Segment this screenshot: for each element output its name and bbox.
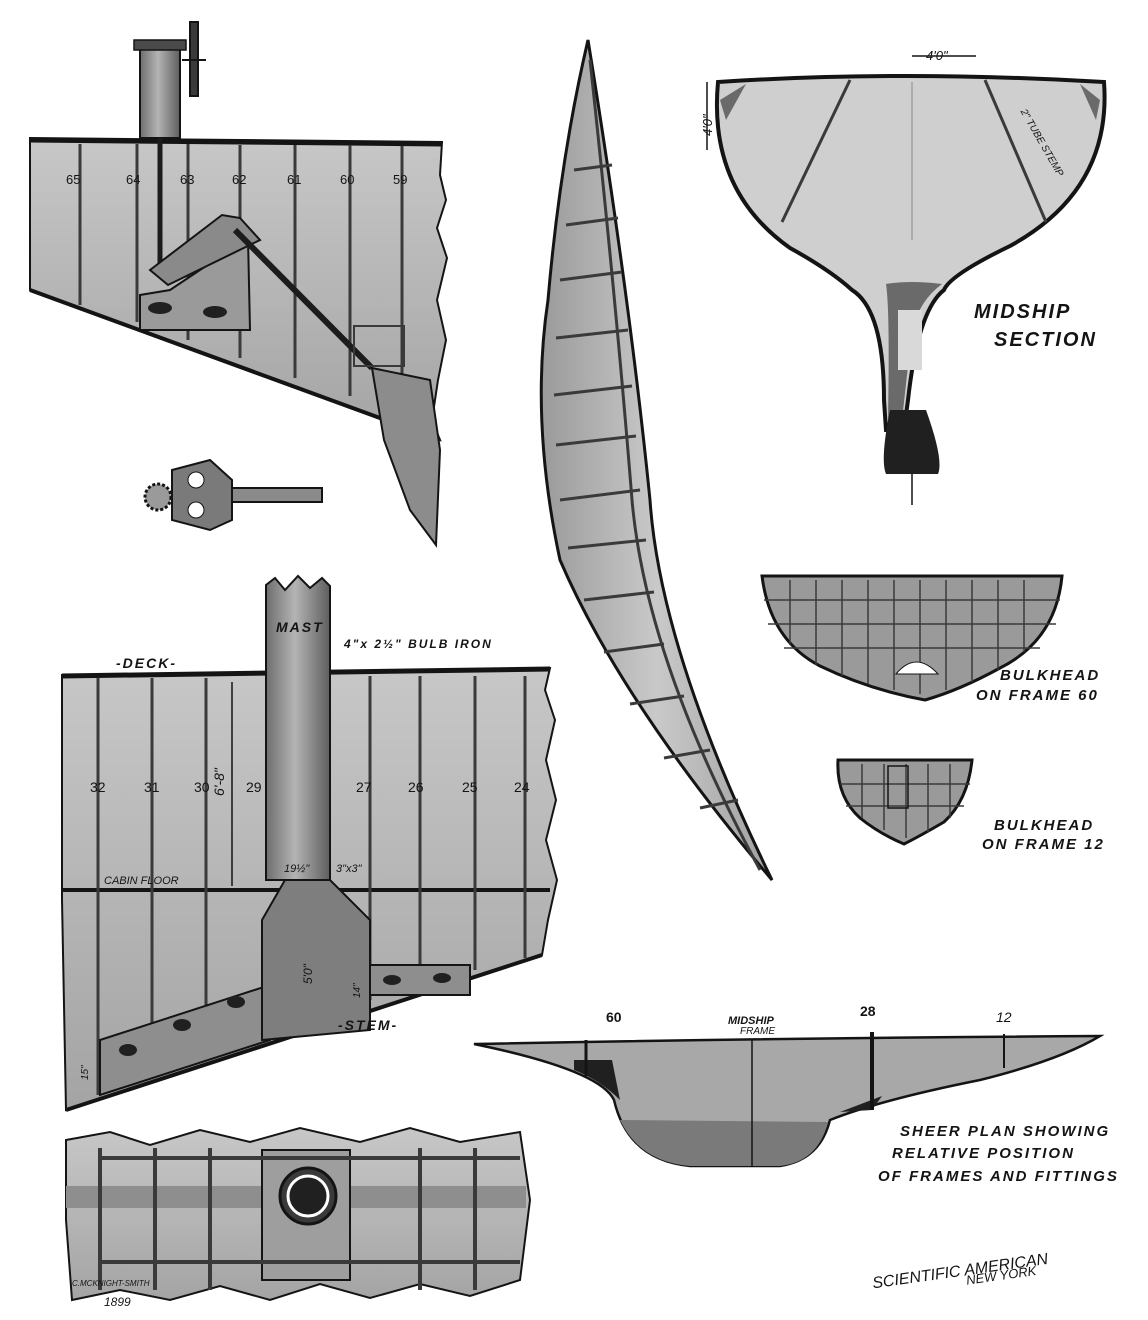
mast-dia-label: 19½" (284, 863, 310, 875)
deck-label: -DECK- (116, 655, 177, 671)
gear-sector (171, 458, 233, 532)
mast-hole-inner (286, 1174, 330, 1218)
hull-plank (539, 39, 774, 881)
tube-strut-right (983, 79, 1048, 223)
sheer-frame-12-label: 12 (996, 1009, 1012, 1025)
stern-frame-63: 63 (180, 172, 194, 187)
bilge-knee-right (1080, 84, 1100, 120)
heel-dim-label: 15" (80, 1065, 91, 1080)
mast-frame-30: 30 (194, 779, 210, 795)
sheer-midship-label-line2: FRAME (740, 1026, 775, 1037)
rudder-head-cap (133, 39, 187, 51)
depth-dim-label: 4'0" (700, 113, 715, 136)
midship-title-line2: SECTION (994, 329, 1097, 351)
mast-frame-numbers: 32 31 30 29 27 26 25 24 (90, 779, 530, 795)
quadrant-hole-1 (148, 302, 172, 314)
mast-label: MAST (276, 619, 324, 635)
stern-frame-60: 60 (340, 172, 354, 187)
bulkhead-60-title-line2: ON FRAME 60 (976, 687, 1099, 704)
stern-keel-line (29, 288, 441, 442)
mast-frame-25: 25 (462, 779, 478, 795)
mast-frame-26: 26 (408, 779, 424, 795)
hull-inner-edge (588, 59, 762, 871)
midship-hull (714, 74, 1107, 432)
angle-dim-label: 3"x3" (336, 863, 363, 875)
stern-frame-65: 65 (66, 172, 80, 187)
stern-frame-64: 64 (126, 172, 140, 187)
bulkhead-12-hatch (887, 765, 909, 809)
bulkhead-12-title-line2: ON FRAME 12 (982, 836, 1105, 853)
quadrant-hole-2 (203, 306, 227, 318)
bulkhead-12-plate (836, 758, 974, 846)
stern-section: 65 64 63 62 61 60 59 (29, 21, 449, 548)
mast-frame-31: 31 (144, 779, 160, 795)
rudder-post (139, 41, 181, 139)
midship-title-line1: MIDSHIP (974, 301, 1071, 323)
artist-signature-line1: C.MCKNIGHT-SMITH (72, 1279, 150, 1288)
bulkhead-60-title-line1: BULKHEAD (1000, 667, 1100, 684)
sheer-plan: 60 MIDSHIP FRAME 28 12 SHEER PLAN SHOWIN… (473, 1003, 1119, 1185)
mast-frame-29: 29 (246, 779, 262, 795)
gear-hole-2 (187, 501, 205, 519)
stern-frame-61: 61 (287, 172, 301, 187)
sheer-caption-line1: SHEER PLAN SHOWING (900, 1123, 1110, 1140)
deck-plan-frames (98, 1148, 520, 1290)
tiller-arm (148, 213, 262, 287)
sheer-frame-28-label: 28 (860, 1003, 876, 1019)
gear-shaft (231, 487, 323, 503)
midship-section: 4'0" 4'0" 2" TUBE STEMP MIDSHIP SECTION (700, 48, 1107, 505)
deck-plan-detail: C.MCKNIGHT-SMITH 1899 (65, 1126, 532, 1309)
steering-gear-detail (143, 458, 323, 532)
tube-strut-left (780, 79, 852, 223)
bilge-knee-left (720, 84, 746, 120)
hull-half-breadth (539, 39, 774, 881)
pinion-gear-icon (143, 482, 173, 512)
bulkhead-frame-60: BULKHEAD ON FRAME 60 (760, 574, 1100, 704)
mast-step (261, 879, 371, 1042)
rudder-blade (370, 366, 442, 548)
mast-frame-24: 24 (514, 779, 530, 795)
height-dim-label: 6'-8" (211, 767, 227, 796)
mast-frame-27: 27 (356, 779, 372, 795)
cabin-floor-label: CABIN FLOOR (104, 875, 179, 887)
rudder-rod (232, 227, 375, 371)
bulkhead-12-title-line1: BULKHEAD (994, 817, 1094, 834)
mast-frame-32: 32 (90, 779, 106, 795)
stern-inner-plate (353, 325, 405, 367)
bulkhead-60-grid (764, 580, 1060, 694)
stern-frame-62: 62 (232, 172, 246, 187)
stern-frame-59: 59 (393, 172, 407, 187)
bulkhead-frame-12: BULKHEAD ON FRAME 12 (836, 758, 1105, 853)
midship-keel-bulb (883, 410, 940, 474)
gear-hole-1 (187, 471, 205, 489)
rudder-wheel-icon (182, 21, 206, 97)
bulkhead-12-grid (840, 764, 970, 838)
sheer-caption-line3: OF FRAMES AND FITTINGS (878, 1168, 1119, 1185)
midship-fin-band (898, 310, 922, 370)
artist-signature-line2: 1899 (104, 1295, 131, 1309)
bulb-iron-label: 4"x 2½" BULB IRON (343, 637, 493, 651)
stern-deck-line (29, 137, 443, 147)
stern-frame-numbers: 65 64 63 62 61 60 59 (66, 172, 407, 187)
hull-ribs (553, 163, 739, 810)
stem-label: -STEM- (338, 1017, 398, 1033)
beam-dim-label: 4'0" (926, 48, 949, 63)
publisher-credit: SCIENTIFIC AMERICAN NEW YORK (871, 1251, 1049, 1293)
sheer-keel (620, 1120, 828, 1166)
bulkhead-60-opening (894, 661, 940, 675)
rise-dim-label: 14" (352, 983, 363, 998)
mast (265, 574, 331, 881)
mast-step-section: -DECK- MAST 4"x 2½" BULB IRON CABIN FLOO… (61, 574, 559, 1112)
sheer-caption-line2: RELATIVE POSITION (892, 1145, 1075, 1162)
sheer-frame-60-label: 60 (606, 1009, 622, 1025)
sheer-midship-label-line1: MIDSHIP (728, 1015, 775, 1027)
step-dim-label: 5'0" (301, 963, 315, 984)
